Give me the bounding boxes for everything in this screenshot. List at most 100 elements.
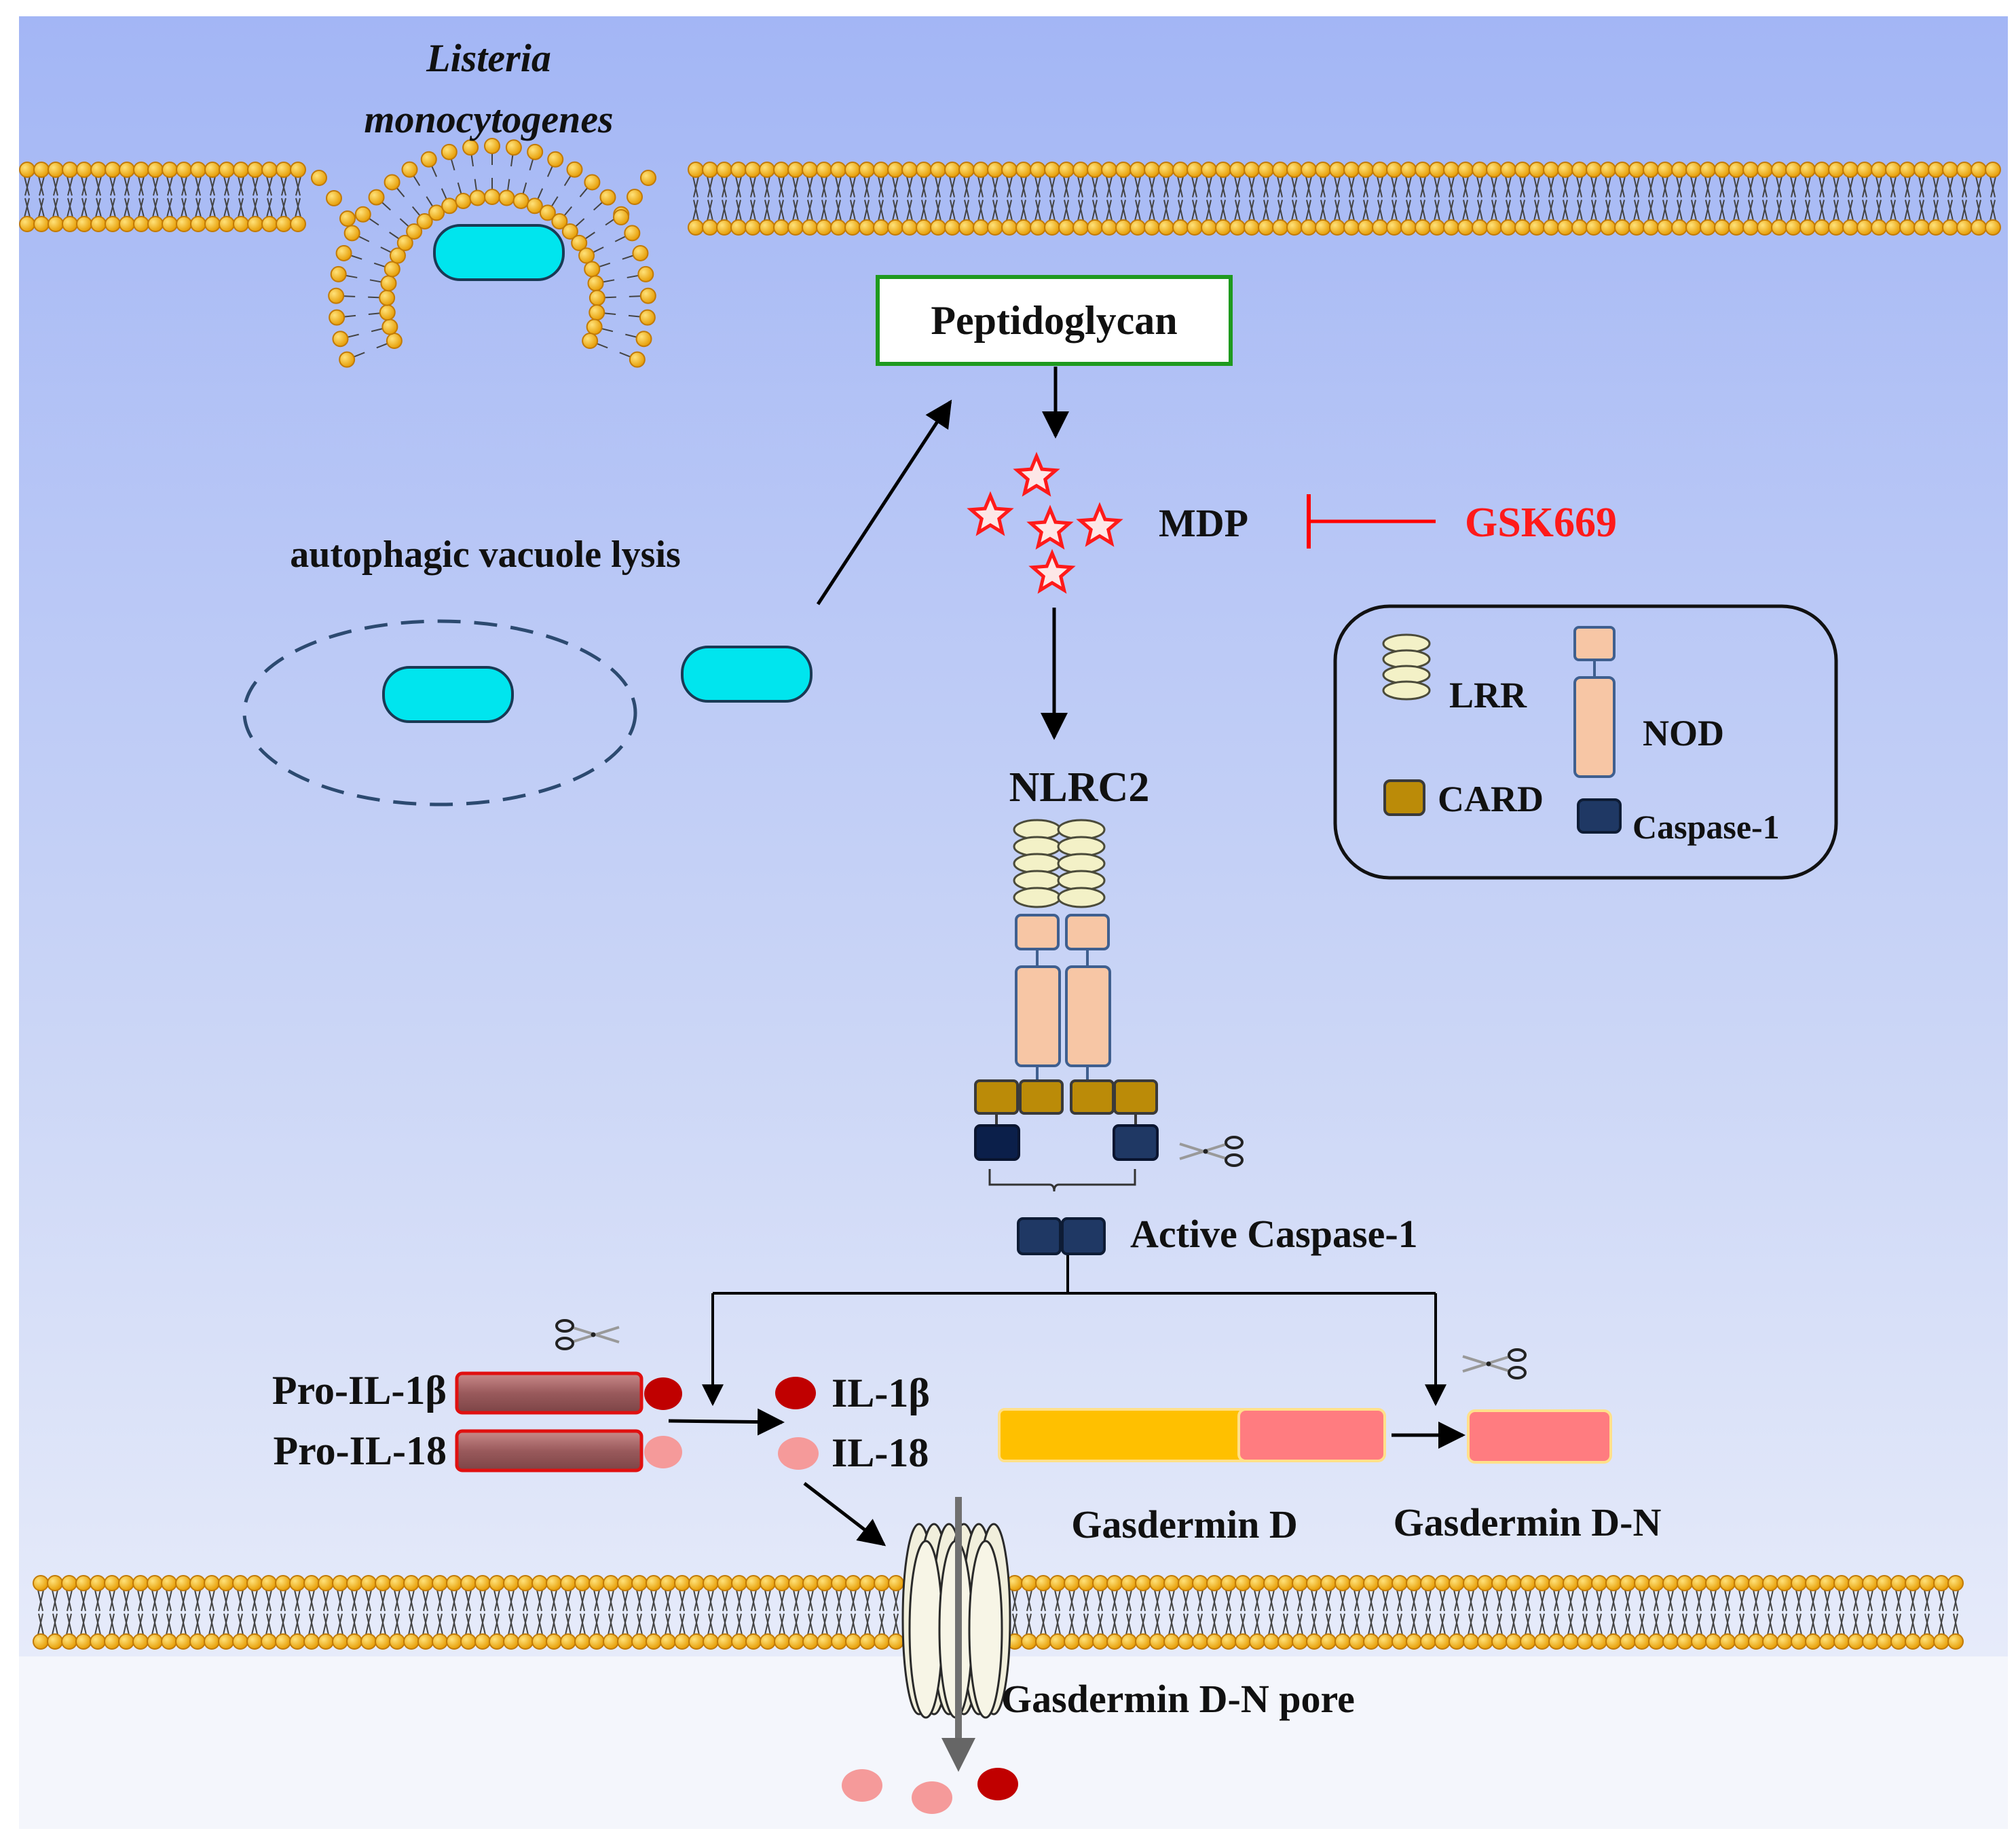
lipid-tail bbox=[779, 1589, 785, 1612]
lipid-head bbox=[460, 1575, 477, 1591]
bacterium-genus-label: Listeria bbox=[426, 36, 551, 80]
lipid-tail bbox=[1277, 176, 1284, 198]
lipid-tail bbox=[1297, 1589, 1303, 1612]
lipid-tail bbox=[1725, 1613, 1731, 1635]
lipid-tail bbox=[822, 1589, 828, 1612]
lrr-domain bbox=[1013, 887, 1062, 908]
lipid-head bbox=[639, 287, 656, 304]
lipid-head bbox=[1030, 162, 1046, 178]
lipid-head bbox=[343, 225, 360, 242]
lipid-tail bbox=[879, 1589, 885, 1612]
lipid-tail bbox=[836, 1589, 842, 1612]
lipid-tail bbox=[1021, 200, 1027, 221]
lipid-head bbox=[505, 139, 522, 156]
lipid-head bbox=[275, 1575, 291, 1591]
lipid-tail bbox=[1012, 1613, 1018, 1635]
lipid-tail bbox=[694, 1589, 700, 1612]
lipid-head bbox=[1577, 1575, 1593, 1591]
star-icon bbox=[967, 491, 1014, 536]
lipid-tail bbox=[280, 1589, 286, 1612]
lipid-tail bbox=[110, 176, 116, 196]
lipid-tail bbox=[764, 176, 770, 198]
lipid-head bbox=[1776, 1575, 1793, 1591]
lipid-head bbox=[1671, 162, 1687, 178]
lipid-head bbox=[1434, 1633, 1451, 1650]
lipid-head bbox=[47, 1575, 63, 1591]
scissor-handle bbox=[555, 1319, 574, 1333]
lipid-tail bbox=[466, 1613, 472, 1635]
lipid-tail bbox=[1249, 176, 1255, 198]
lipid-tail bbox=[1782, 1589, 1788, 1612]
lipid-head bbox=[1072, 219, 1089, 236]
legend-card-label: CARD bbox=[1438, 779, 1544, 819]
lipid-head bbox=[1449, 1575, 1465, 1591]
lipid-head bbox=[1015, 219, 1032, 236]
lipid-head bbox=[1472, 162, 1488, 178]
lipid-head bbox=[1671, 219, 1687, 236]
lipid-head bbox=[745, 162, 761, 178]
lipid-tail bbox=[1905, 200, 1911, 221]
lipid-head bbox=[731, 1575, 747, 1591]
lipid-head bbox=[1315, 219, 1331, 236]
lipid-tail bbox=[1939, 1589, 1945, 1612]
lipid-head bbox=[1078, 1633, 1094, 1650]
lipid-tail bbox=[1620, 200, 1626, 221]
lipid-tail bbox=[1910, 1613, 1916, 1635]
lipid-tail bbox=[1482, 1589, 1489, 1612]
lipid-head bbox=[75, 1575, 92, 1591]
lipid-tail bbox=[209, 1613, 215, 1635]
lipid-tail bbox=[1263, 200, 1269, 221]
lipid-tail bbox=[24, 198, 31, 218]
lipid-head bbox=[517, 1633, 534, 1650]
lipid-head bbox=[446, 1575, 462, 1591]
lipid-head bbox=[773, 162, 789, 178]
lipid-tail bbox=[366, 1589, 372, 1612]
lipid-head bbox=[1044, 162, 1060, 178]
lipid-head bbox=[389, 1633, 405, 1650]
lipid-head bbox=[1115, 219, 1132, 236]
listeria-bacterium-in-vacuole bbox=[382, 666, 514, 723]
nod-head-domain bbox=[1065, 914, 1110, 950]
lipid-head bbox=[631, 1575, 648, 1591]
lipid-tail bbox=[1041, 1589, 1047, 1612]
lipid-head bbox=[1529, 219, 1545, 236]
lipid-head bbox=[1244, 219, 1260, 236]
lipid-head bbox=[1220, 1633, 1237, 1650]
lipid-head bbox=[1534, 1633, 1550, 1650]
lipid-tail bbox=[992, 200, 998, 221]
lipid-head bbox=[61, 1575, 77, 1591]
lipid-head bbox=[1506, 1575, 1522, 1591]
lipid-head bbox=[1292, 1575, 1308, 1591]
lipid-tail bbox=[1890, 200, 1897, 221]
lipid-head bbox=[859, 1575, 876, 1591]
lipid-head bbox=[1762, 1633, 1778, 1650]
legend-lrr-ellipse bbox=[1382, 680, 1431, 701]
lipid-head bbox=[247, 162, 263, 178]
lipid-tail bbox=[1534, 200, 1540, 221]
bacterium-species-label: monocytogenes bbox=[364, 97, 613, 141]
lipid-head bbox=[717, 1575, 733, 1591]
lipid-tail bbox=[1768, 1613, 1774, 1635]
lipid-head bbox=[1520, 1633, 1536, 1650]
lipid-tail bbox=[1805, 200, 1811, 221]
lipid-head bbox=[1662, 1575, 1679, 1591]
lipid-head bbox=[303, 1633, 320, 1650]
lipid-tail bbox=[1277, 200, 1284, 221]
lipid-tail bbox=[1098, 1589, 1104, 1612]
lipid-head bbox=[1049, 1633, 1066, 1650]
lipid-head bbox=[1571, 162, 1588, 178]
lipid-head bbox=[19, 162, 35, 178]
lipid-head bbox=[1457, 219, 1474, 236]
lipid-tail bbox=[67, 176, 73, 196]
lipid-tail bbox=[1639, 1613, 1645, 1635]
lipid-head bbox=[1443, 219, 1459, 236]
lipid-head bbox=[629, 351, 646, 368]
lipid-head bbox=[1429, 162, 1445, 178]
lipid-tail bbox=[1577, 200, 1583, 221]
lipid-tail bbox=[224, 176, 230, 196]
lipid-head bbox=[1329, 219, 1345, 236]
lipid-head bbox=[441, 143, 458, 160]
lipid-tail bbox=[1605, 176, 1611, 198]
lipid-head bbox=[204, 162, 221, 178]
pro-il18-label: Pro-IL-18 bbox=[273, 1428, 447, 1473]
